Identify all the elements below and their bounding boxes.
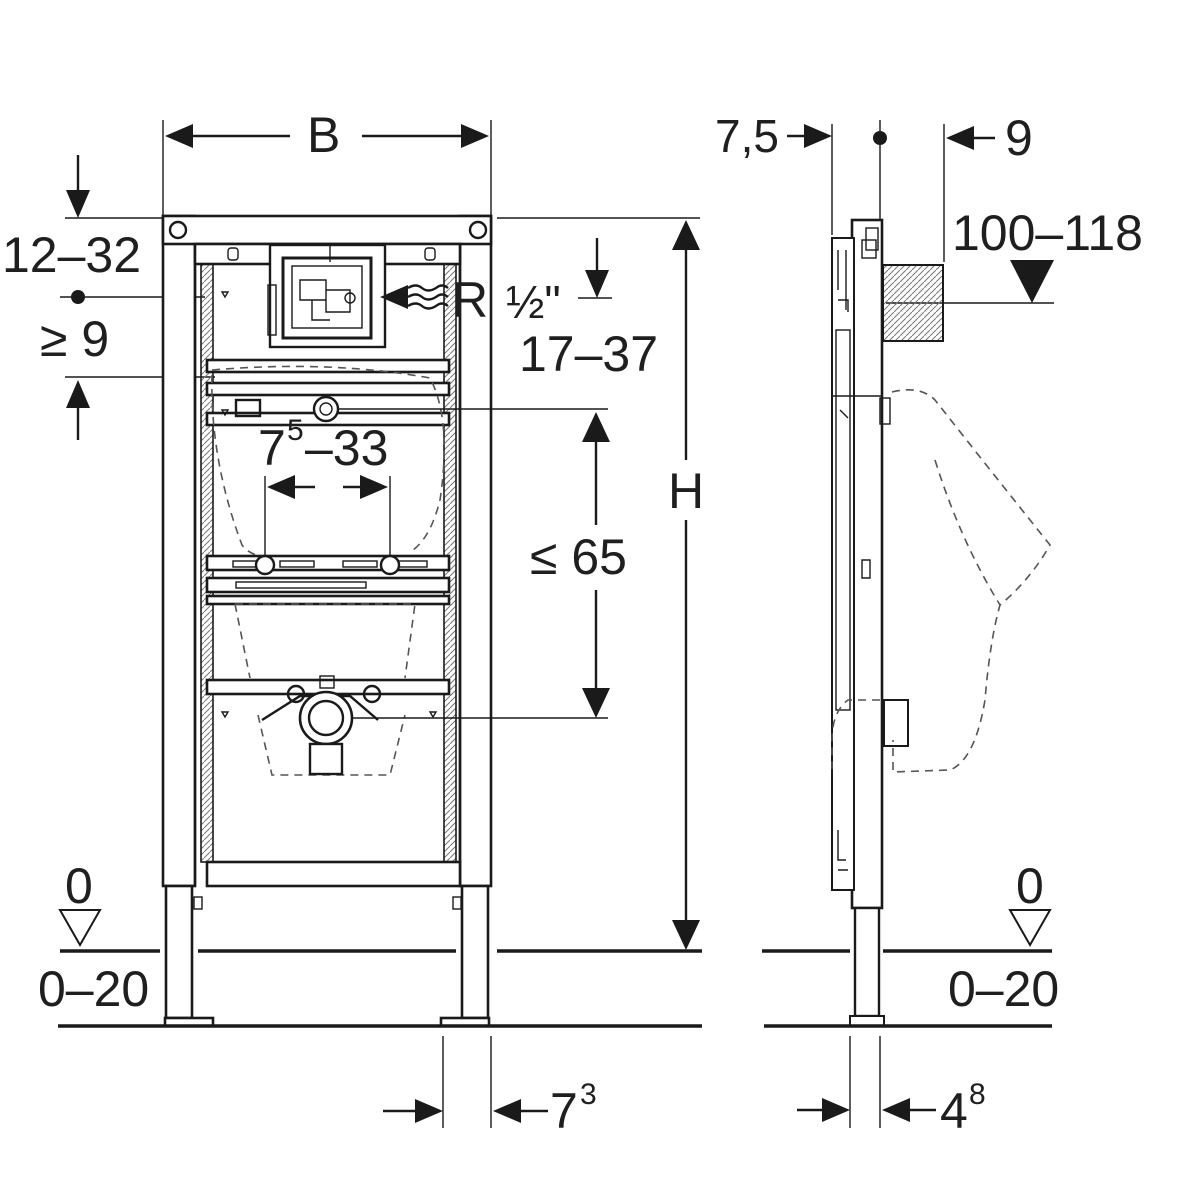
side-view: 7,5 9 100–118 xyxy=(715,110,1143,1139)
center-mark xyxy=(873,120,887,220)
bracket-spacing-base: 7 xyxy=(258,420,286,476)
flush-valve-box xyxy=(267,243,387,349)
inlet-connector xyxy=(312,395,608,423)
urinal-outline-side xyxy=(831,389,1051,773)
drain-elbow xyxy=(261,675,608,776)
side-range-label: 100–118 xyxy=(952,205,1143,261)
flush-min-label: ≥ 9 xyxy=(40,311,109,367)
floor-zero-left: 0 xyxy=(65,858,93,914)
water-supply-annotation: R ½" xyxy=(380,272,561,328)
side-offset-label: 9 xyxy=(1005,110,1033,166)
side-foot-sup: 8 xyxy=(969,1078,986,1111)
installation-frame xyxy=(161,214,493,1028)
side-foot-base: 4 xyxy=(940,1083,968,1139)
bracket-spacing-dimension: 7 5 –33 xyxy=(254,414,401,576)
side-depth-label: 7,5 xyxy=(715,110,779,162)
thread-label: R xyxy=(452,272,488,328)
floor-zero-right: 0 xyxy=(1016,858,1044,914)
foot-width-dimension: 7 3 xyxy=(383,1036,597,1139)
side-range-dimension: 100–118 xyxy=(886,205,1143,304)
width-label: B xyxy=(307,107,340,163)
flush-plate-dimension: ≥ 9 xyxy=(40,290,215,440)
top-offset-label: 12–32 xyxy=(2,227,141,283)
thread-size-label: ½" xyxy=(506,276,561,328)
drain-height-dimension: ≤ 65 xyxy=(530,412,627,718)
frame-side-profile xyxy=(831,218,944,1027)
drain-max-label: ≤ 65 xyxy=(530,529,627,585)
side-depth-dimension: 7,5 xyxy=(715,110,833,235)
side-offset-dimension: 9 xyxy=(943,110,1033,262)
height-label: H xyxy=(668,463,704,519)
bracket-spacing-rest: –33 xyxy=(305,420,388,476)
foot-width-sup: 3 xyxy=(580,1078,597,1111)
bracket-spacing-sup: 5 xyxy=(287,414,304,447)
floor-level-front: 0 0–20 xyxy=(38,858,702,1028)
width-dimension: B xyxy=(162,107,492,215)
supply-offset-label: 17–37 xyxy=(519,326,658,382)
urinal-outline-front xyxy=(211,365,446,776)
floor-level-side: 0 0–20 xyxy=(762,858,1059,1028)
supply-offset-dimension: 17–37 xyxy=(519,238,658,382)
side-foot-dimension: 4 8 xyxy=(797,1036,986,1139)
foot-width-base: 7 xyxy=(550,1083,578,1139)
front-view: B 12–32 ≥ 9 xyxy=(2,107,704,1139)
floor-range-right: 0–20 xyxy=(948,961,1059,1017)
height-dimension: H xyxy=(497,217,704,950)
top-offset-dimension: 12–32 xyxy=(2,155,163,283)
floor-range-left: 0–20 xyxy=(38,961,149,1017)
